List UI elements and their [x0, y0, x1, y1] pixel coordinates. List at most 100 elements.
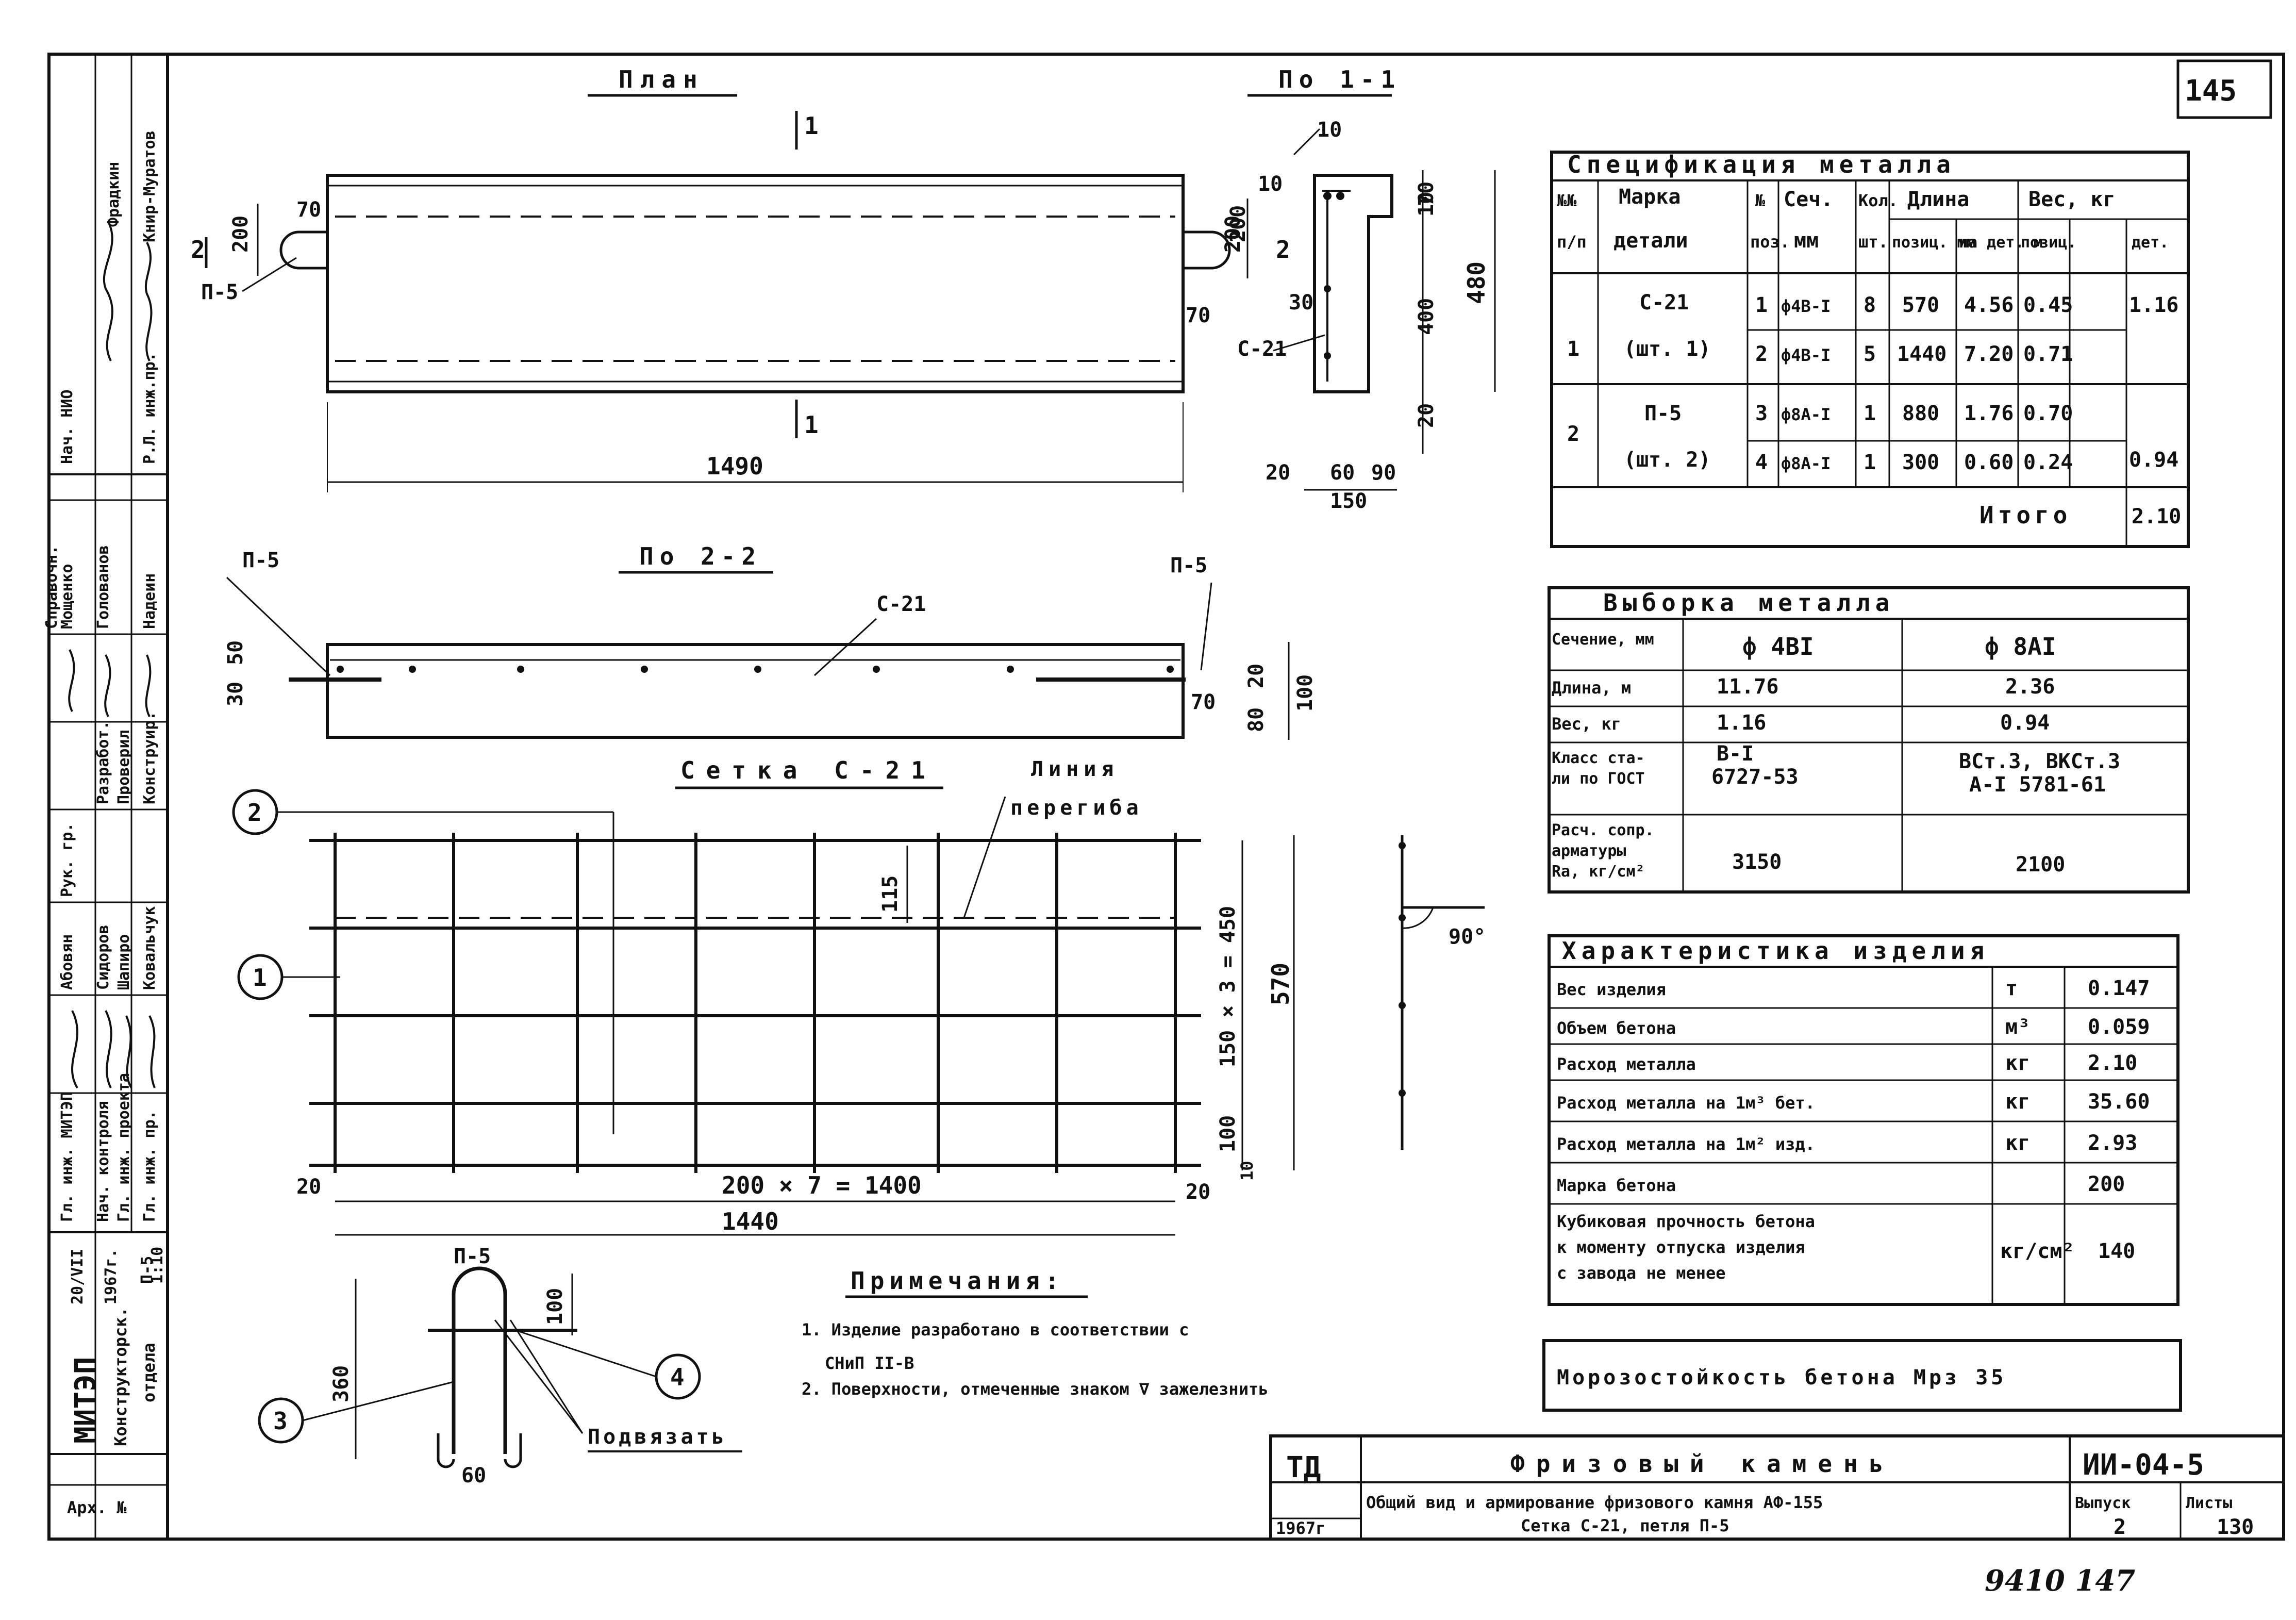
- section11-dim-20: 20: [1415, 403, 1438, 428]
- svg-text:1: 1: [253, 964, 267, 991]
- svg-text:3: 3: [1755, 402, 1768, 425]
- mesh-title: Сетка С-21: [680, 756, 937, 784]
- svg-text:570: 570: [1902, 293, 1939, 317]
- spec-total-label: Итого: [1979, 501, 2071, 529]
- title-block: ТД 1967г Фризовый камень ИИ-04-5 Общий в…: [1269, 1434, 2285, 1541]
- stamp-name-1: Книр-Муратов: [141, 130, 159, 242]
- section22-loop-left: П-5: [242, 549, 279, 572]
- stamp-role-7: Гл. инж. пр.: [141, 1110, 159, 1222]
- title-list-value: 130: [2217, 1515, 2254, 1539]
- page-number: 145: [2185, 74, 2237, 108]
- loop-tie-label: Подвязать: [588, 1425, 727, 1449]
- svg-text:А-I 5781-61: А-I 5781-61: [1969, 773, 2106, 797]
- loop-dim-100: 100: [543, 1288, 567, 1325]
- svg-text:арматуры: арматуры: [1552, 842, 1626, 860]
- mesh-dim-570: 570: [1267, 963, 1294, 1005]
- char-row-value: 35.60: [2088, 1090, 2150, 1114]
- section22-dim-30: 30: [224, 682, 247, 706]
- svg-text:11.76: 11.76: [1717, 675, 1778, 699]
- spec-title: Спецификация металла: [1567, 151, 1956, 178]
- mesh-grid: [309, 833, 1201, 1173]
- section22-mesh-label: С-21: [876, 592, 926, 616]
- stamp-date-1: 20/VII: [69, 1249, 87, 1304]
- section11-dim-30: 30: [1289, 291, 1313, 315]
- char-row-unit: кг: [2005, 1131, 2030, 1155]
- svg-text:В-I: В-I: [1717, 742, 1754, 766]
- svg-text:№№: №№: [1557, 191, 1577, 210]
- svg-text:1440: 1440: [1897, 342, 1946, 366]
- title-code: ИИ-04-5: [2083, 1448, 2204, 1482]
- stamp-name-6: Шапиро: [115, 934, 133, 990]
- svg-text:ф4В-I: ф4В-I: [1781, 345, 1831, 365]
- char-row-value: 2.93: [2088, 1131, 2137, 1155]
- plan-loop-left: [279, 230, 327, 270]
- title-vyp-label: Выпуск: [2075, 1494, 2131, 1512]
- outer-frame: [47, 53, 2285, 1541]
- svg-text:0.71: 0.71: [2023, 342, 2073, 366]
- svg-text:6727-53: 6727-53: [1711, 765, 1799, 789]
- svg-text:с завода не менее: с завода не менее: [1557, 1263, 1726, 1283]
- stamp-role-2: Справочн.: [43, 545, 61, 629]
- svg-text:0.45: 0.45: [2023, 293, 2073, 317]
- signature-3: [68, 649, 152, 717]
- mesh-dim-20-left: 20: [296, 1175, 321, 1199]
- char-row-unit: кг: [2005, 1090, 2030, 1114]
- section11-dim-200: 200: [1226, 205, 1250, 242]
- svg-text:мм: мм: [1794, 229, 1819, 253]
- svg-text:1: 1: [1864, 451, 1876, 474]
- loop-dim-60: 60: [461, 1464, 486, 1487]
- title-desc-1: Общий вид и армирование фризового камня …: [1366, 1493, 1823, 1512]
- svg-text:880: 880: [1902, 402, 1939, 425]
- svg-text:поз.: поз.: [1750, 232, 1790, 252]
- section22-dim-70: 70: [1191, 690, 1216, 714]
- svg-text:0.94: 0.94: [2129, 448, 2178, 472]
- page-number-box: [2176, 59, 2272, 119]
- svg-text:4: 4: [1755, 451, 1768, 474]
- stamp-arch: Арх. №: [67, 1498, 127, 1517]
- svg-text:1: 1: [1755, 293, 1768, 317]
- svg-text:№: №: [1755, 191, 1766, 210]
- svg-text:300: 300: [1902, 451, 1939, 474]
- signature-1: [103, 221, 113, 361]
- handwritten-number: 9410 147: [1985, 1564, 2135, 1598]
- svg-text:1.16: 1.16: [1717, 711, 1766, 735]
- svg-text:П-5: П-5: [1644, 402, 1682, 425]
- frost-text: Морозостойкость бетона Мрз 35: [1557, 1366, 2006, 1390]
- mesh-dim-115: 115: [878, 875, 902, 913]
- section-2-2: По 2-2 П-5 П-5 С-21 30 50 70 80 20 100: [224, 542, 1317, 740]
- svg-text:ф 4ВI: ф 4ВI: [1742, 633, 1813, 660]
- section11-dim-10c: 10: [1415, 192, 1438, 217]
- stamp-name-5: Надеин: [141, 573, 159, 629]
- plan-dim-70: 70: [296, 198, 321, 222]
- stamp-role-5: Нач. контроля: [94, 1101, 112, 1222]
- section22-slab: [326, 643, 1185, 739]
- section11-dim-480: 480: [1462, 261, 1490, 304]
- svg-text:Кол.: Кол.: [1858, 191, 1898, 210]
- loop-view: П-5 360 100 60 3 4 Подвязать: [258, 1245, 742, 1487]
- plan-dim-200: 200: [229, 216, 253, 253]
- svg-text:2: 2: [1755, 342, 1768, 366]
- stamp-scale-1: П-5: [138, 1256, 156, 1284]
- plan-dim-200-right: 200: [1221, 216, 1245, 253]
- title-logo: ТД: [1286, 1451, 1321, 1484]
- char-row-value: 0.147: [2088, 977, 2150, 1000]
- svg-text:1: 1: [1864, 402, 1876, 425]
- char-row-value: 200: [2088, 1172, 2125, 1196]
- stamp-role-6: Гл. инж. проекта: [115, 1073, 133, 1222]
- section22-dim-80: 80: [1244, 707, 1268, 732]
- notes-line1b: СНиП II-В: [825, 1353, 914, 1373]
- svg-text:Кубиковая прочность бетона: Кубиковая прочность бетона: [1557, 1212, 1815, 1231]
- plan-view: План 1 1 200 70 П-5 2 200 70 1490: [191, 65, 1249, 492]
- char-row-label: Расход металла на 1м³ бет.: [1557, 1093, 1815, 1113]
- char-row-label: Вес изделия: [1557, 980, 1666, 999]
- section11-dim-60: 60: [1330, 461, 1355, 485]
- svg-text:позиц. мм: позиц. мм: [1892, 234, 1976, 252]
- svg-text:на дет. м: на дет. м: [1959, 234, 2043, 252]
- section22-dim-50: 50: [224, 640, 247, 665]
- mesh-bend-line-2: перегиба: [1010, 796, 1143, 820]
- svg-text:0.24: 0.24: [2023, 451, 2073, 474]
- stamp-scale-2: 1:10: [148, 1247, 167, 1284]
